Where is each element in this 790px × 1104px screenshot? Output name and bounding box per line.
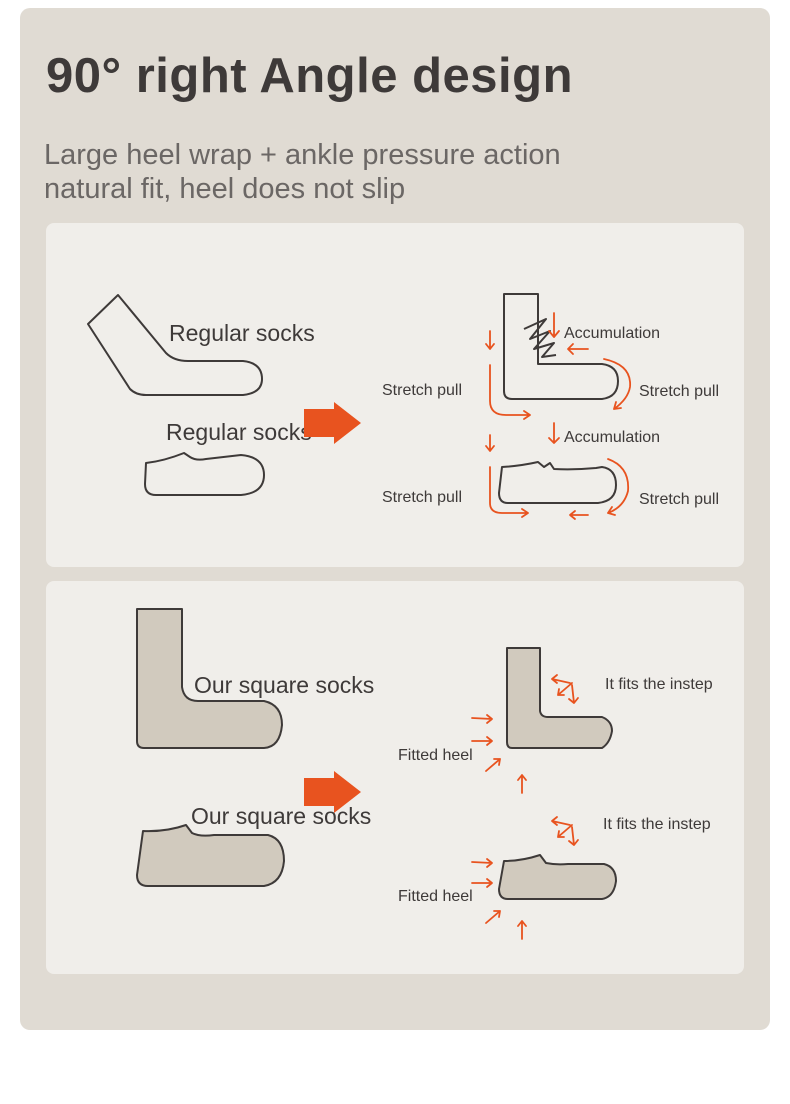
stretch-arrow-left-curve-icon: [489, 364, 531, 420]
stretch-arrow-right-bottom-curve-icon: [607, 458, 630, 516]
instep-arrow-icon-1: [551, 674, 571, 684]
accumulation-label-bottom: Accumulation: [564, 429, 660, 446]
transition-arrow-icon-2: [304, 771, 361, 813]
accumulation-arrow-icon-2: [567, 343, 589, 355]
instep-arrow-icon-4: [551, 816, 571, 826]
heel-arrow-icon-1: [471, 714, 493, 724]
stretch-pull-label-right-bottom: Stretch pull: [639, 491, 719, 508]
stretch-arrow-left-bottom-icon: [485, 434, 495, 452]
heel-arrow-icon-6: [471, 878, 493, 888]
regular-low-sock-illustration: [144, 452, 265, 496]
regular-low-sock-stress-illustration: [498, 461, 617, 504]
fitted-heel-label-bottom: Fitted heel: [398, 888, 473, 905]
regular-crew-sock-label: Regular socks: [169, 320, 315, 346]
heel-arrow-icon-2: [471, 736, 493, 746]
instep-arrow-icon-6: [568, 826, 579, 846]
subtitle-line-1: Large heel wrap + ankle pressure action: [44, 139, 561, 171]
heel-arrow-icon-5: [471, 858, 493, 868]
stretch-arrow-left-icon: [485, 330, 495, 350]
stretch-arrow-left-bottom-curve-icon: [489, 466, 529, 518]
instep-label-bottom: It fits the instep: [603, 816, 711, 833]
square-crew-sock-label: Our square socks: [194, 672, 374, 698]
feature-card: 90° right Angle design Large heel wrap +…: [20, 8, 770, 1030]
instep-arrow-icon-5: [557, 824, 573, 838]
stretch-arrow-right-curve-icon: [603, 358, 631, 410]
instep-label-top: It fits the instep: [605, 676, 713, 693]
square-crew-sock-fit-illustration: [506, 647, 613, 749]
instep-arrow-icon-2: [557, 682, 573, 696]
square-crew-sock-illustration: [136, 608, 283, 749]
fitted-heel-label-top: Fitted heel: [398, 747, 473, 764]
regular-socks-panel: Regular socks Regular socks Accumulation…: [46, 223, 744, 567]
heel-arrow-icon-3: [485, 758, 501, 772]
stretch-arrow-bottom-return-icon: [569, 510, 589, 520]
heel-arrow-icon-7: [485, 910, 501, 924]
stretch-pull-label-left-bottom: Stretch pull: [382, 489, 462, 506]
regular-crew-sock-stress-illustration: [503, 293, 619, 400]
accumulation-wrinkle-icon: [523, 318, 557, 358]
regular-low-sock-label: Regular socks: [166, 419, 312, 445]
heel-arrow-icon-8: [517, 920, 527, 940]
regular-crew-sock-illustration: [87, 294, 263, 396]
square-low-sock-fit-illustration: [498, 854, 617, 900]
instep-arrow-icon-3: [568, 684, 579, 704]
heel-arrow-icon-4: [517, 774, 527, 794]
accumulation-label-top: Accumulation: [564, 325, 660, 342]
square-low-sock-label: Our square socks: [191, 803, 371, 829]
square-socks-panel: Our square socks Our square socks It fit…: [46, 581, 744, 974]
square-low-sock-illustration: [136, 824, 285, 887]
stretch-pull-label-right-top: Stretch pull: [639, 383, 719, 400]
page-title: 90° right Angle design: [46, 49, 574, 103]
transition-arrow-icon: [304, 402, 361, 444]
stretch-pull-label-left-top: Stretch pull: [382, 382, 462, 399]
subtitle-line-2: natural fit, heel does not slip: [44, 173, 406, 205]
accumulation-arrow-bottom-icon: [548, 422, 560, 444]
accumulation-arrow-icon: [548, 312, 560, 338]
